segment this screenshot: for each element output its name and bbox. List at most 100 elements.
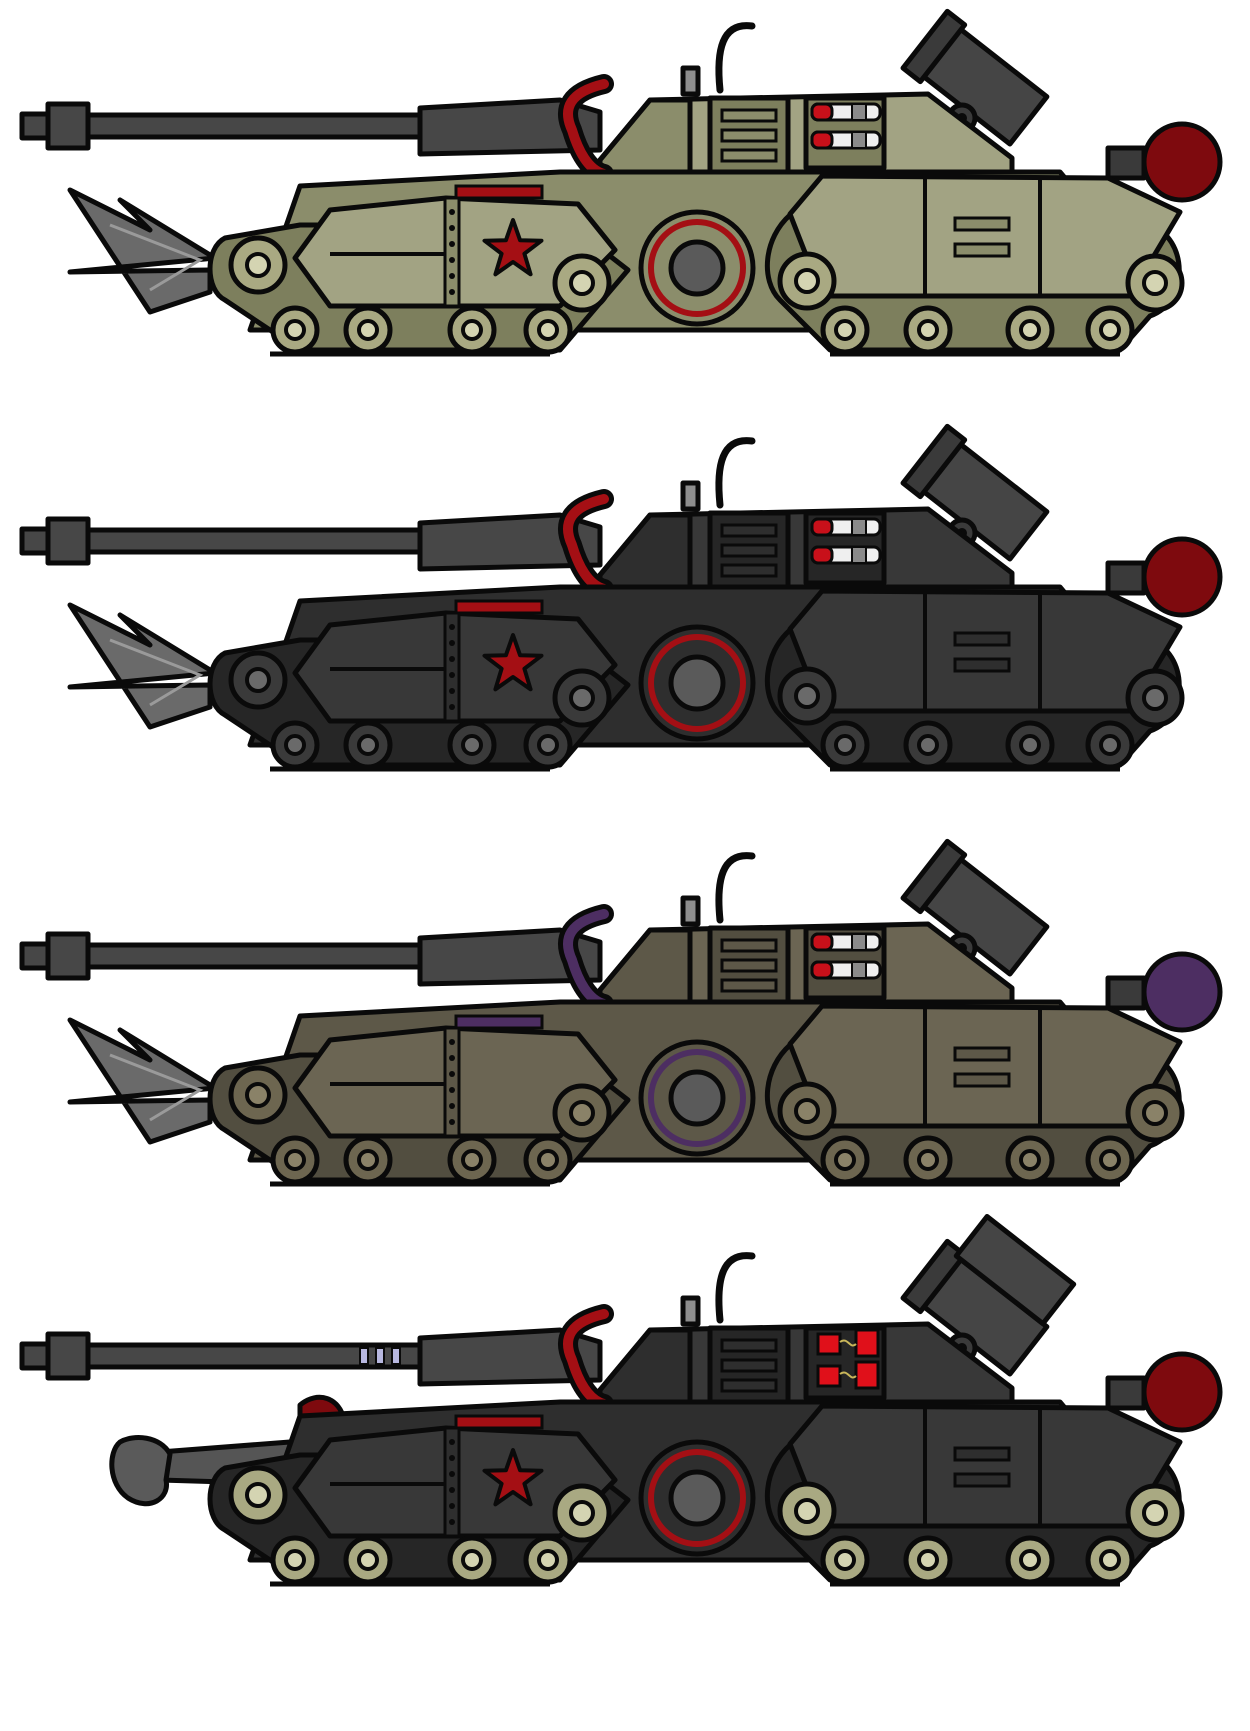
idler-hub <box>569 270 595 296</box>
road-hub <box>917 1549 939 1571</box>
rocket-band <box>851 518 867 536</box>
rear-armor <box>787 588 1183 714</box>
rear-armor-seams <box>923 1408 1042 1526</box>
gun-mantlet <box>417 927 603 987</box>
antenna <box>715 1252 756 1324</box>
rear-armor <box>787 1003 1183 1129</box>
rivet <box>449 1455 455 1461</box>
idler-hub <box>794 1098 820 1124</box>
road-hub <box>284 734 306 756</box>
idler-hub <box>245 1082 271 1108</box>
road-hub <box>284 1549 306 1571</box>
vent-slot <box>720 938 778 953</box>
idler-hub <box>245 667 271 693</box>
gun-barrel <box>53 1342 429 1370</box>
rear-armor-seams <box>923 593 1042 711</box>
drive-wheel-ring <box>648 219 746 317</box>
ram-spike <box>67 187 218 315</box>
rocket-band <box>851 131 867 149</box>
road-hub <box>284 1149 306 1171</box>
tail-light-mount <box>1105 560 1147 596</box>
ram-spike-edge <box>109 638 204 707</box>
rocket-block <box>816 1364 842 1388</box>
road-hub <box>537 1549 559 1571</box>
rivet <box>449 1119 455 1125</box>
rocket-pod <box>803 95 887 171</box>
rivet <box>449 704 455 710</box>
armor-strip <box>443 1026 461 1138</box>
road-hub <box>1099 734 1121 756</box>
hull-accent-stripe <box>454 184 544 200</box>
road-hub <box>834 1149 856 1171</box>
rivet <box>449 1439 455 1445</box>
periscope <box>680 65 701 97</box>
rocket-tip <box>810 130 834 150</box>
road-hub <box>537 1149 559 1171</box>
tank-brown-variant <box>19 838 1223 1187</box>
rocket-tip <box>810 517 834 537</box>
launcher-cap <box>900 423 968 500</box>
drive-wheel-hub <box>668 1469 726 1527</box>
rivet <box>449 1087 455 1093</box>
gun-mantlet <box>417 97 603 157</box>
road-hub <box>461 319 483 341</box>
rivet <box>449 1503 455 1509</box>
vent-slot <box>720 1338 778 1353</box>
rocket-pod <box>803 510 887 586</box>
rocket-wire <box>839 1371 857 1379</box>
road-hub <box>1019 1149 1041 1171</box>
rivet <box>449 225 455 231</box>
road-hub <box>461 734 483 756</box>
rear-armor <box>787 173 1183 299</box>
rivet <box>449 1519 455 1525</box>
rivet <box>449 688 455 694</box>
road-hub <box>1019 319 1041 341</box>
launcher-cap <box>900 1238 968 1315</box>
rear-vent <box>953 242 1011 258</box>
rocket-tip <box>810 102 834 122</box>
antenna <box>715 22 756 94</box>
rocket-tip <box>810 960 834 980</box>
muzzle-collar <box>45 931 91 981</box>
tail-light <box>1141 951 1223 1033</box>
drive-wheel-ring <box>648 1449 746 1547</box>
tail-light <box>1141 121 1223 203</box>
gun-barrel <box>53 942 429 970</box>
road-hub <box>834 1549 856 1571</box>
gun-mantlet <box>417 512 603 572</box>
tank-black-variant <box>19 423 1223 772</box>
rear-vent <box>953 216 1011 232</box>
periscope <box>680 1295 701 1327</box>
road-hub <box>461 1549 483 1571</box>
rocket-block <box>854 1360 880 1390</box>
vent-slot <box>720 108 778 123</box>
rear-vent <box>953 1046 1011 1062</box>
tank-olive-variant <box>19 8 1223 357</box>
ram-spike <box>67 602 218 730</box>
rivet <box>449 640 455 646</box>
armor-strip <box>443 196 461 308</box>
vent-slot <box>720 543 778 558</box>
rocket-band <box>851 933 867 951</box>
rivet <box>449 273 455 279</box>
idler-hub <box>569 1100 595 1126</box>
hull-accent-stripe <box>454 1414 544 1430</box>
road-hub <box>917 734 939 756</box>
rear-vent <box>953 1072 1011 1088</box>
vent-slot <box>720 128 778 143</box>
drive-wheel-ring <box>648 634 746 732</box>
rocket-pod <box>803 925 887 1001</box>
tail-light-mount <box>1105 975 1147 1011</box>
rivet <box>449 624 455 630</box>
barrel-ring <box>391 1347 401 1365</box>
idler-hub <box>1142 270 1168 296</box>
antenna <box>715 437 756 509</box>
rear-vent <box>953 1472 1011 1488</box>
idler-hub <box>794 268 820 294</box>
road-hub <box>461 1149 483 1171</box>
rivet <box>449 1055 455 1061</box>
gun-barrel <box>53 112 429 140</box>
vent-slot <box>720 978 778 993</box>
drive-wheel-hub <box>668 239 726 297</box>
